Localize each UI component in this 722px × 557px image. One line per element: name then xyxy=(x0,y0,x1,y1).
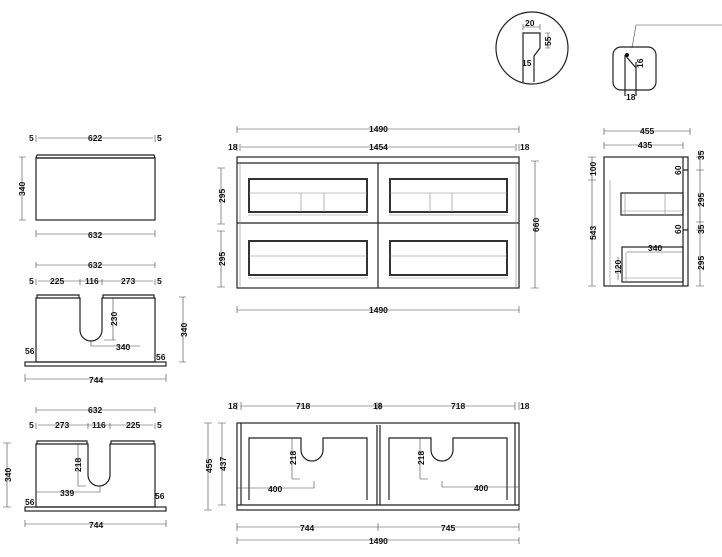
dim-label: 273 xyxy=(121,276,135,286)
dim-label: 56 xyxy=(25,346,35,356)
dim-label: 1454 xyxy=(369,142,388,152)
dim-label: 218 xyxy=(73,458,83,472)
dim-label: 5 xyxy=(157,276,162,286)
dim-label: 5 xyxy=(29,133,34,143)
dim-label: 5 xyxy=(157,420,162,430)
dim-label: 295 xyxy=(696,256,706,270)
dim-label: 56 xyxy=(155,491,165,501)
dim-label: 230 xyxy=(109,312,119,326)
top-view: 5 622 5 340 632 xyxy=(17,133,162,240)
dim-label: 225 xyxy=(126,420,140,430)
dim-label: 18 xyxy=(373,401,383,411)
dim-label: 18 xyxy=(228,401,238,411)
front-view: 1490 18 1454 18 295 295 660 1490 xyxy=(217,124,541,315)
dim-label: 340 xyxy=(648,243,662,253)
dim-label: 1490 xyxy=(369,305,388,315)
dim-label: 116 xyxy=(92,420,106,430)
dim-label: 632 xyxy=(88,230,102,240)
dim-label: 1490 xyxy=(369,536,388,546)
dim-label: 660 xyxy=(531,218,541,232)
dim-label: 718 xyxy=(451,401,465,411)
detail-edge: 16 18 xyxy=(612,24,722,102)
dim-label: 455 xyxy=(204,459,214,473)
dim-label: 455 xyxy=(640,126,654,136)
dim-label: 718 xyxy=(296,401,310,411)
dim-label: 35 xyxy=(696,150,706,160)
dim-label: 5 xyxy=(29,420,34,430)
dim-label: 15 xyxy=(522,58,532,68)
dim-label: 632 xyxy=(88,405,102,415)
dim-label: 16 xyxy=(635,58,645,68)
dim-label: 744 xyxy=(89,520,103,530)
dim-label: 18 xyxy=(520,401,530,411)
dim-label: 218 xyxy=(288,451,298,465)
dim-label: 18 xyxy=(626,92,636,102)
dim-label: 56 xyxy=(25,497,35,507)
dim-label: 632 xyxy=(88,260,102,270)
dim-label: 56 xyxy=(156,352,166,362)
dim-label: 35 xyxy=(696,224,706,234)
dim-label: 1490 xyxy=(369,124,388,134)
dim-label: 340 xyxy=(17,182,27,196)
dim-label: 340 xyxy=(179,323,189,337)
dim-label: 120 xyxy=(613,260,623,274)
dim-label: 116 xyxy=(85,276,99,286)
dim-label: 55 xyxy=(543,36,553,46)
dim-label: 18 xyxy=(228,142,238,152)
right-basin-view: 632 5 273 116 225 5 340 218 339 56 56 74… xyxy=(3,405,167,530)
dim-label: 273 xyxy=(55,420,69,430)
dim-label: 744 xyxy=(300,523,314,533)
dim-label: 622 xyxy=(88,133,102,143)
dim-label: 18 xyxy=(520,142,530,152)
dim-label: 435 xyxy=(638,140,652,150)
dim-label: 60 xyxy=(673,224,683,234)
dim-label: 295 xyxy=(696,193,706,207)
dim-label: 745 xyxy=(441,523,455,533)
dim-label: 543 xyxy=(588,226,598,240)
detail-circle: 20 55 15 xyxy=(495,11,569,85)
plan-view: 18 718 18 718 18 455 437 218 218 400 400… xyxy=(204,401,530,546)
dim-label: 20 xyxy=(525,18,535,28)
dim-label: 437 xyxy=(218,457,228,471)
left-basin-view: 632 5 225 116 273 5 230 340 340 56 56 74… xyxy=(24,260,189,385)
dim-label: 100 xyxy=(588,162,598,176)
dim-label: 400 xyxy=(474,483,488,493)
dim-label: 339 xyxy=(60,488,74,498)
dim-label: 340 xyxy=(116,342,130,352)
side-view: 455 435 100 543 35 295 35 295 60 60 340 … xyxy=(588,126,706,287)
dim-label: 5 xyxy=(157,133,162,143)
dim-label: 400 xyxy=(268,484,282,494)
dim-label: 340 xyxy=(3,468,13,482)
dim-label: 225 xyxy=(50,276,64,286)
dim-label: 5 xyxy=(29,276,34,286)
dim-label: 60 xyxy=(673,165,683,175)
dim-label: 744 xyxy=(89,375,103,385)
dim-label: 218 xyxy=(416,451,426,465)
dim-label: 295 xyxy=(217,252,227,266)
dim-label: 295 xyxy=(217,189,227,203)
